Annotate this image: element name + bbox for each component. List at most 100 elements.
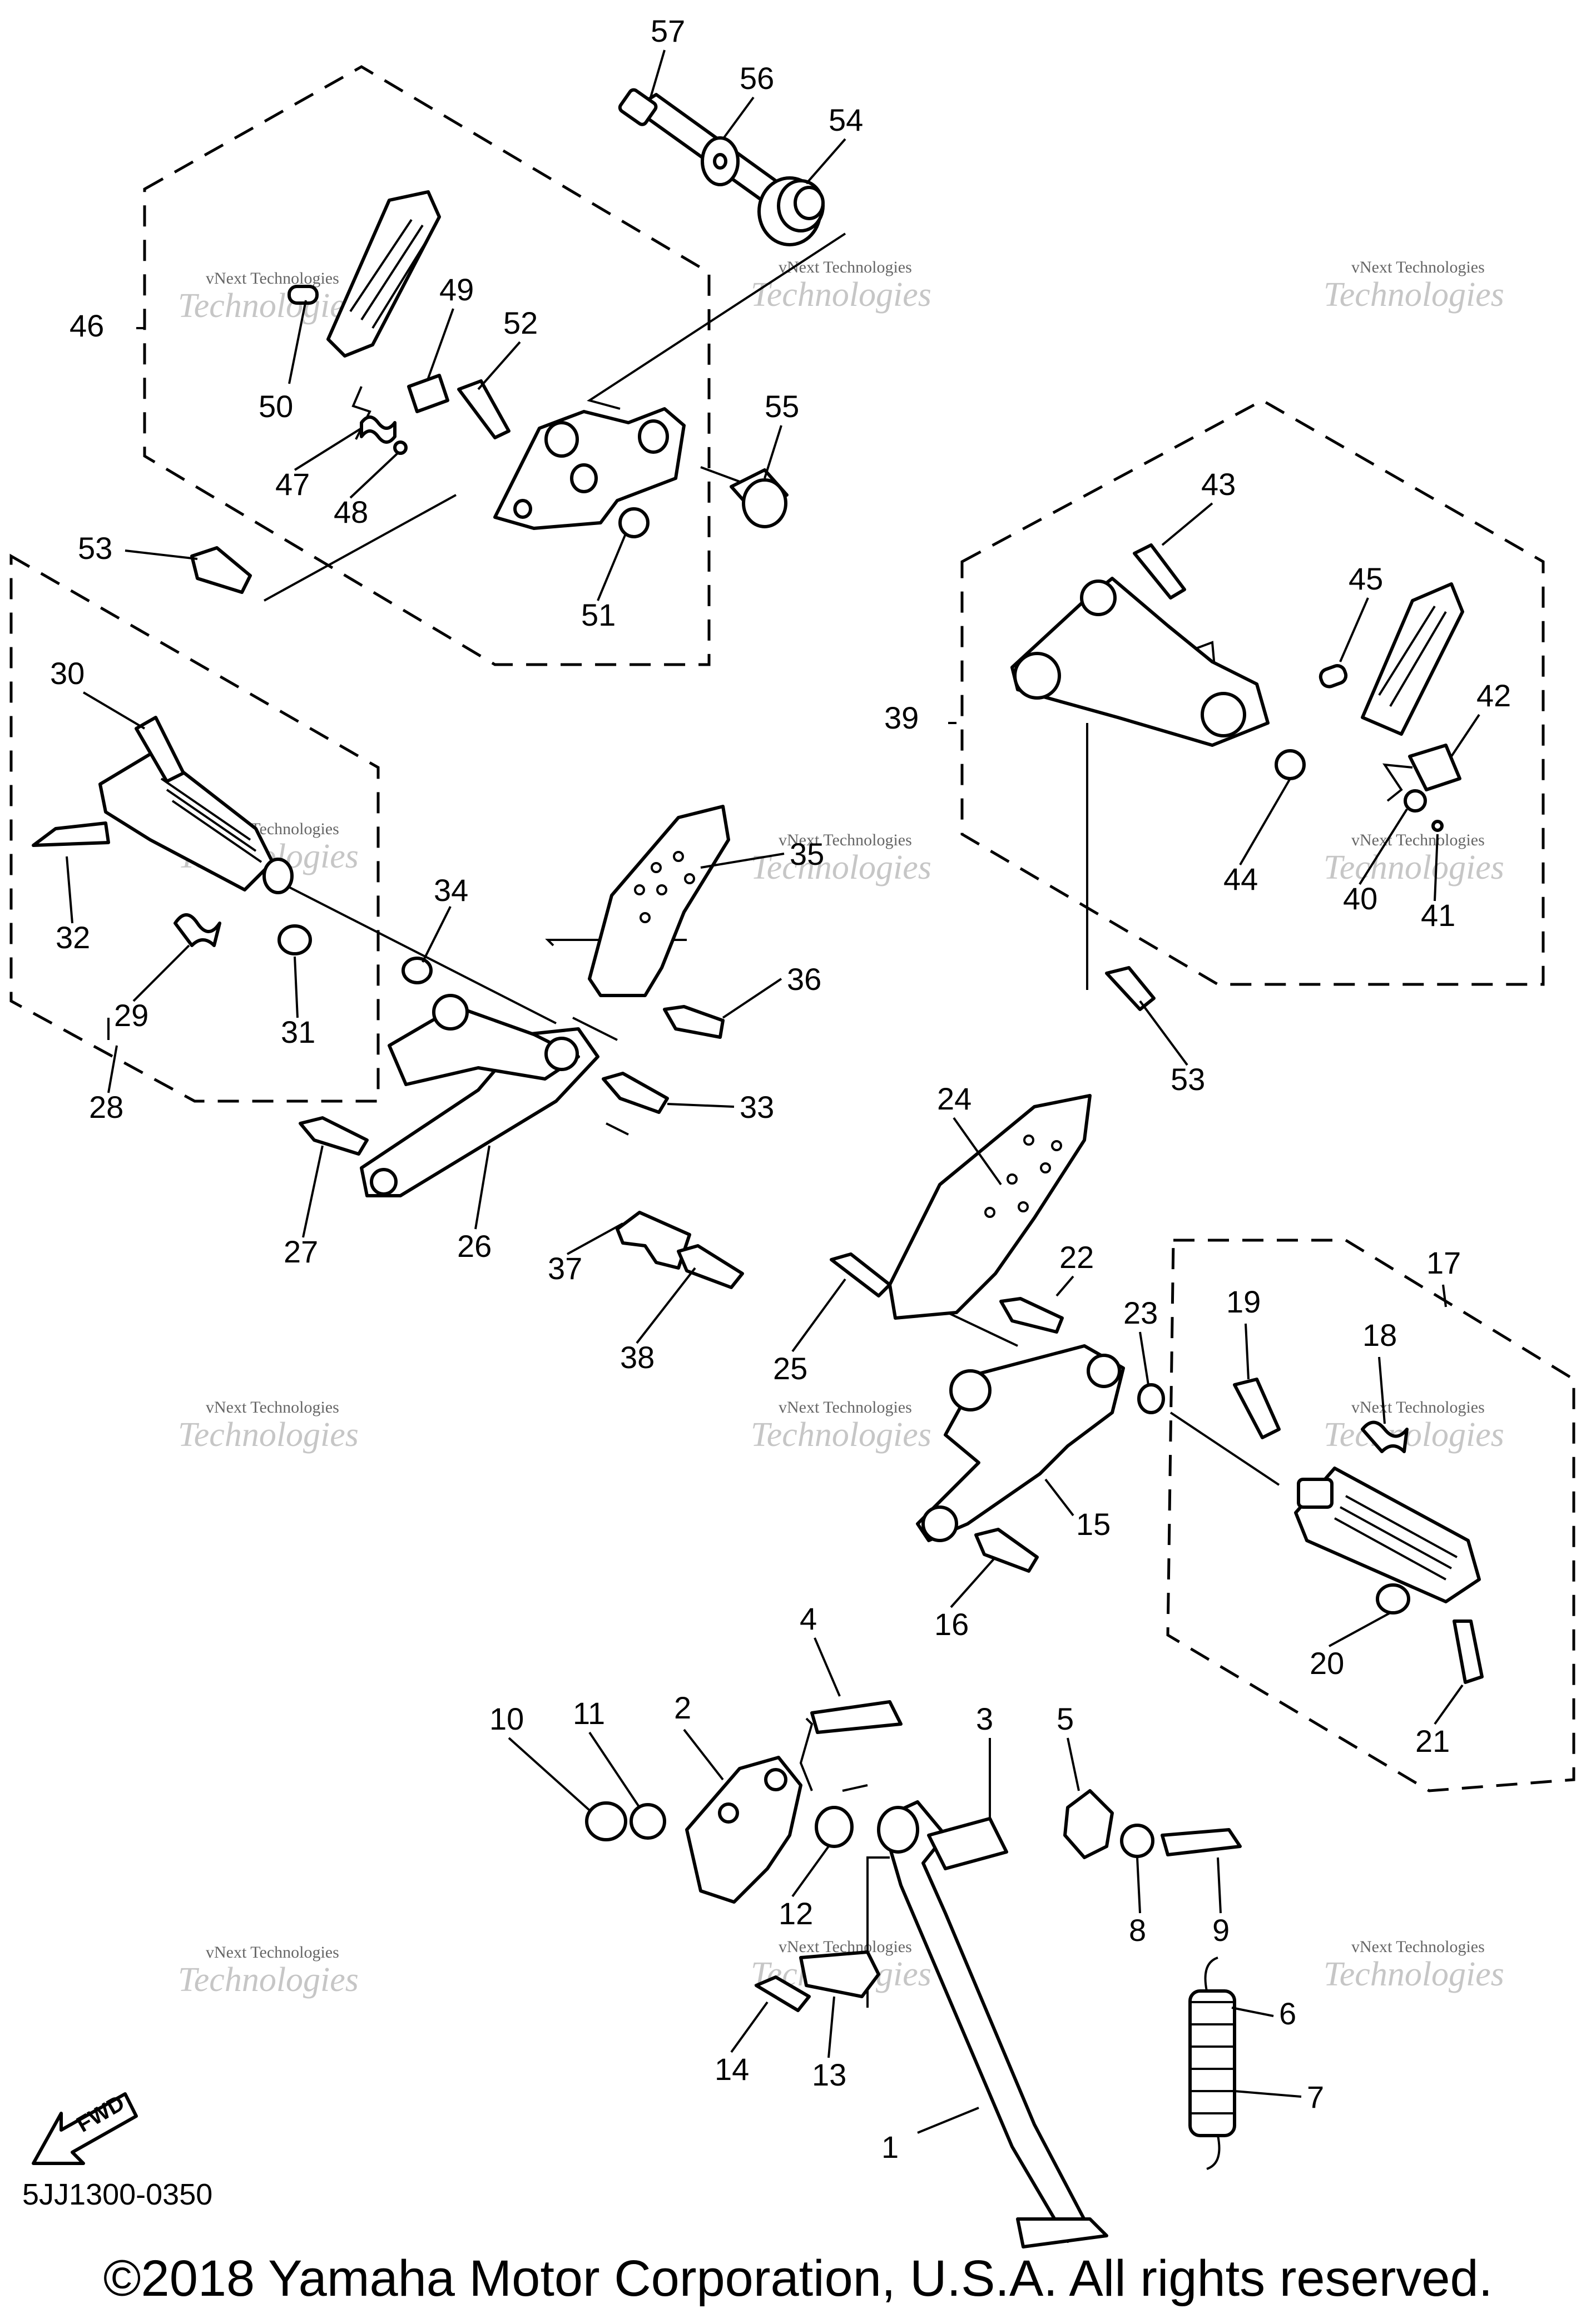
pin-21 — [1453, 1619, 1484, 1684]
callout-40: 40 — [1343, 881, 1377, 916]
svg-text:vNext Technologies: vNext Technologies — [779, 258, 912, 276]
svg-text:vNext Technologies: vNext Technologies — [779, 831, 912, 849]
nut-10 — [585, 1801, 627, 1841]
footpeg-right — [1361, 582, 1464, 736]
callout-43: 43 — [1201, 467, 1236, 502]
pin-45 — [1319, 664, 1348, 689]
washer-31 — [277, 924, 312, 955]
callout-37: 37 — [548, 1251, 582, 1286]
svg-text:Technologies: Technologies — [751, 1416, 931, 1454]
callout-leaders — [66, 49, 1480, 2134]
washer-8 — [1120, 1824, 1154, 1858]
nut-44 — [1275, 749, 1306, 780]
callout-7: 7 — [1307, 2079, 1324, 2114]
callout-labels: 1 2 3 4 5 6 7 8 9 10 11 12 13 14 15 16 1… — [50, 13, 1511, 2165]
ball-48 — [393, 440, 408, 455]
callout-18: 18 — [1362, 1318, 1397, 1353]
callout-48: 48 — [334, 494, 368, 529]
watermark: Technologies vNext Technologies — [178, 1398, 359, 1454]
watermark: Technologies vNext Technologies — [1324, 831, 1504, 886]
assembly-39-boundary — [960, 399, 1545, 986]
bolt-27 — [299, 1116, 369, 1156]
bolt-53-upper — [190, 546, 252, 594]
spring-40 — [1404, 789, 1427, 813]
watermark: Technologies vNext Technologies — [178, 1943, 359, 1999]
callout-6: 6 — [1279, 1996, 1296, 2031]
callout-11: 11 — [573, 1696, 605, 1731]
callout-25: 25 — [773, 1351, 807, 1386]
callout-8: 8 — [1129, 1913, 1146, 1948]
svg-text:Technologies: Technologies — [1324, 849, 1504, 886]
callout-38: 38 — [620, 1340, 655, 1375]
callout-42: 42 — [1476, 678, 1511, 713]
bolt-57 — [618, 88, 777, 202]
callout-26: 26 — [457, 1229, 492, 1264]
spring-6-7 — [1188, 1957, 1236, 2170]
bracket-39 — [1010, 577, 1270, 747]
svg-text:vNext Technologies: vNext Technologies — [1351, 1398, 1485, 1416]
svg-text:vNext Technologies: vNext Technologies — [206, 269, 339, 288]
spring-18 — [1361, 1420, 1409, 1453]
bracket-26 — [360, 994, 599, 1197]
callout-28: 28 — [89, 1089, 123, 1125]
callout-3: 3 — [976, 1701, 993, 1736]
svg-text:vNext Technologies: vNext Technologies — [206, 1398, 339, 1416]
svg-text:vNext Technologies: vNext Technologies — [1351, 258, 1485, 276]
bolt-9 — [1161, 1828, 1242, 1856]
callout-9: 9 — [1212, 1913, 1230, 1948]
callout-4: 4 — [800, 1601, 817, 1636]
callout-39: 39 — [884, 700, 919, 735]
watermark: Technologies vNext Technologies — [178, 269, 359, 325]
callout-45: 45 — [1349, 561, 1383, 596]
spring-29 — [174, 913, 221, 947]
callout-24: 24 — [937, 1081, 972, 1116]
bracket-15 — [916, 1344, 1125, 1542]
heel-plate-24 — [888, 1094, 1092, 1320]
callout-41: 41 — [1421, 898, 1455, 933]
bolt-43 — [1133, 543, 1186, 600]
svg-text:vNext Technologies: vNext Technologies — [1351, 1938, 1485, 1956]
callout-32: 32 — [56, 920, 90, 955]
nut-51 — [618, 507, 650, 538]
callout-14: 14 — [715, 2052, 749, 2087]
callout-19: 19 — [1226, 1284, 1261, 1319]
footpeg-top — [288, 190, 441, 358]
callout-27: 27 — [284, 1234, 318, 1269]
bolt-32 — [32, 821, 110, 847]
copyright-notice: ©2018 Yamaha Motor Corporation, U.S.A. A… — [103, 2250, 1493, 2307]
sidestand-1 — [877, 1800, 1108, 2248]
callout-23: 23 — [1123, 1295, 1158, 1330]
callout-53-lower: 53 — [1171, 1062, 1205, 1097]
svg-text:vNext Technologies: vNext Technologies — [206, 1943, 339, 1962]
assembly-boundaries — [9, 65, 1575, 1792]
footpeg-17 — [1294, 1467, 1481, 1603]
watermark: Technologies vNext Technologies — [1324, 1938, 1504, 1993]
callout-17: 17 — [1426, 1245, 1461, 1280]
pin-30 — [135, 716, 185, 783]
bracket-49 — [407, 374, 449, 413]
bolt-53-lower — [1105, 966, 1156, 1011]
svg-text:Technologies: Technologies — [178, 1416, 359, 1454]
callout-54: 54 — [829, 102, 863, 137]
svg-text:Technologies: Technologies — [178, 1961, 359, 1999]
callout-22: 22 — [1059, 1240, 1094, 1275]
washer-20 — [1376, 1583, 1410, 1614]
assembly-28-boundary — [9, 553, 380, 1103]
callout-16: 16 — [934, 1607, 969, 1642]
svg-text:Technologies: Technologies — [1324, 1416, 1504, 1454]
heel-plate-35 — [588, 805, 730, 997]
bolt-52 — [457, 379, 510, 439]
bolt-36 — [663, 1005, 725, 1039]
washer-23 — [1137, 1383, 1165, 1414]
bracket-13 — [799, 1950, 880, 1998]
callout-15: 15 — [1076, 1507, 1111, 1542]
callout-21: 21 — [1415, 1723, 1450, 1759]
callout-2: 2 — [674, 1690, 691, 1725]
callout-50: 50 — [259, 389, 293, 424]
washer-11 — [630, 1803, 666, 1840]
watermark: Technologies vNext Technologies — [751, 258, 931, 314]
callout-57: 57 — [651, 13, 685, 48]
shaft-3 — [927, 1817, 1008, 1870]
bracket-2 — [685, 1756, 802, 1904]
